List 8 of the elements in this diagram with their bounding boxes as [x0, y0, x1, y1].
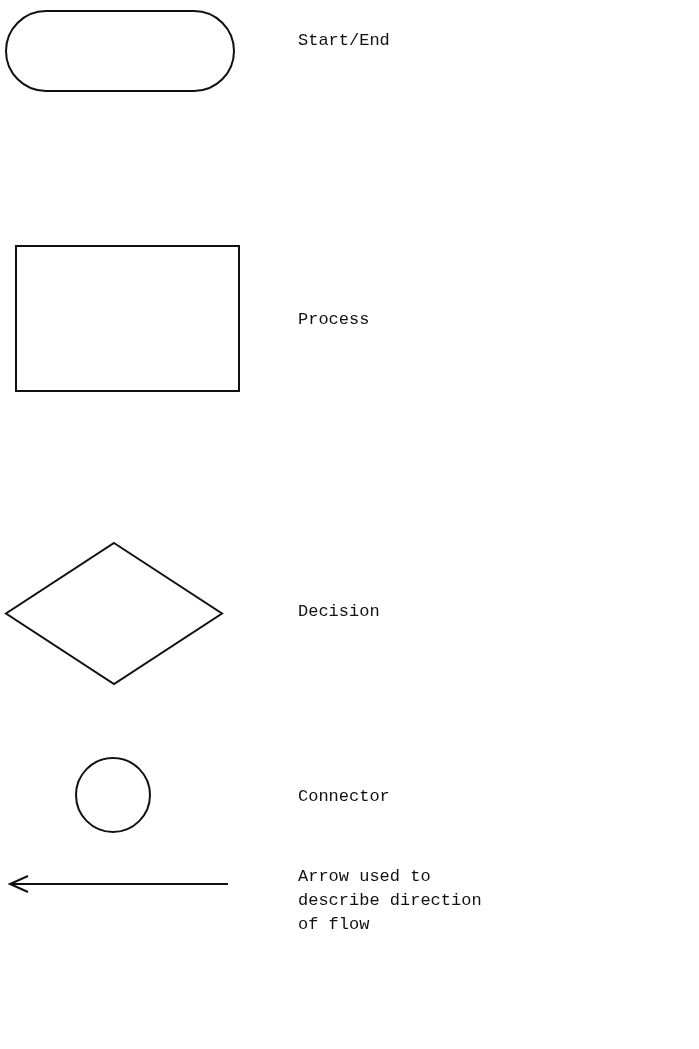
- connector-circle: [75, 757, 151, 833]
- symbol-caption: Process: [298, 309, 371, 331]
- symbol-caption: Arrow used to describe direction of flow: [298, 866, 483, 936]
- process-rectangle: [15, 245, 240, 392]
- decision-diamond: [5, 542, 223, 685]
- symbol-caption: Decision: [298, 601, 381, 623]
- symbol-caption: Start/End: [298, 30, 391, 52]
- symbol-caption: Connector: [298, 786, 391, 808]
